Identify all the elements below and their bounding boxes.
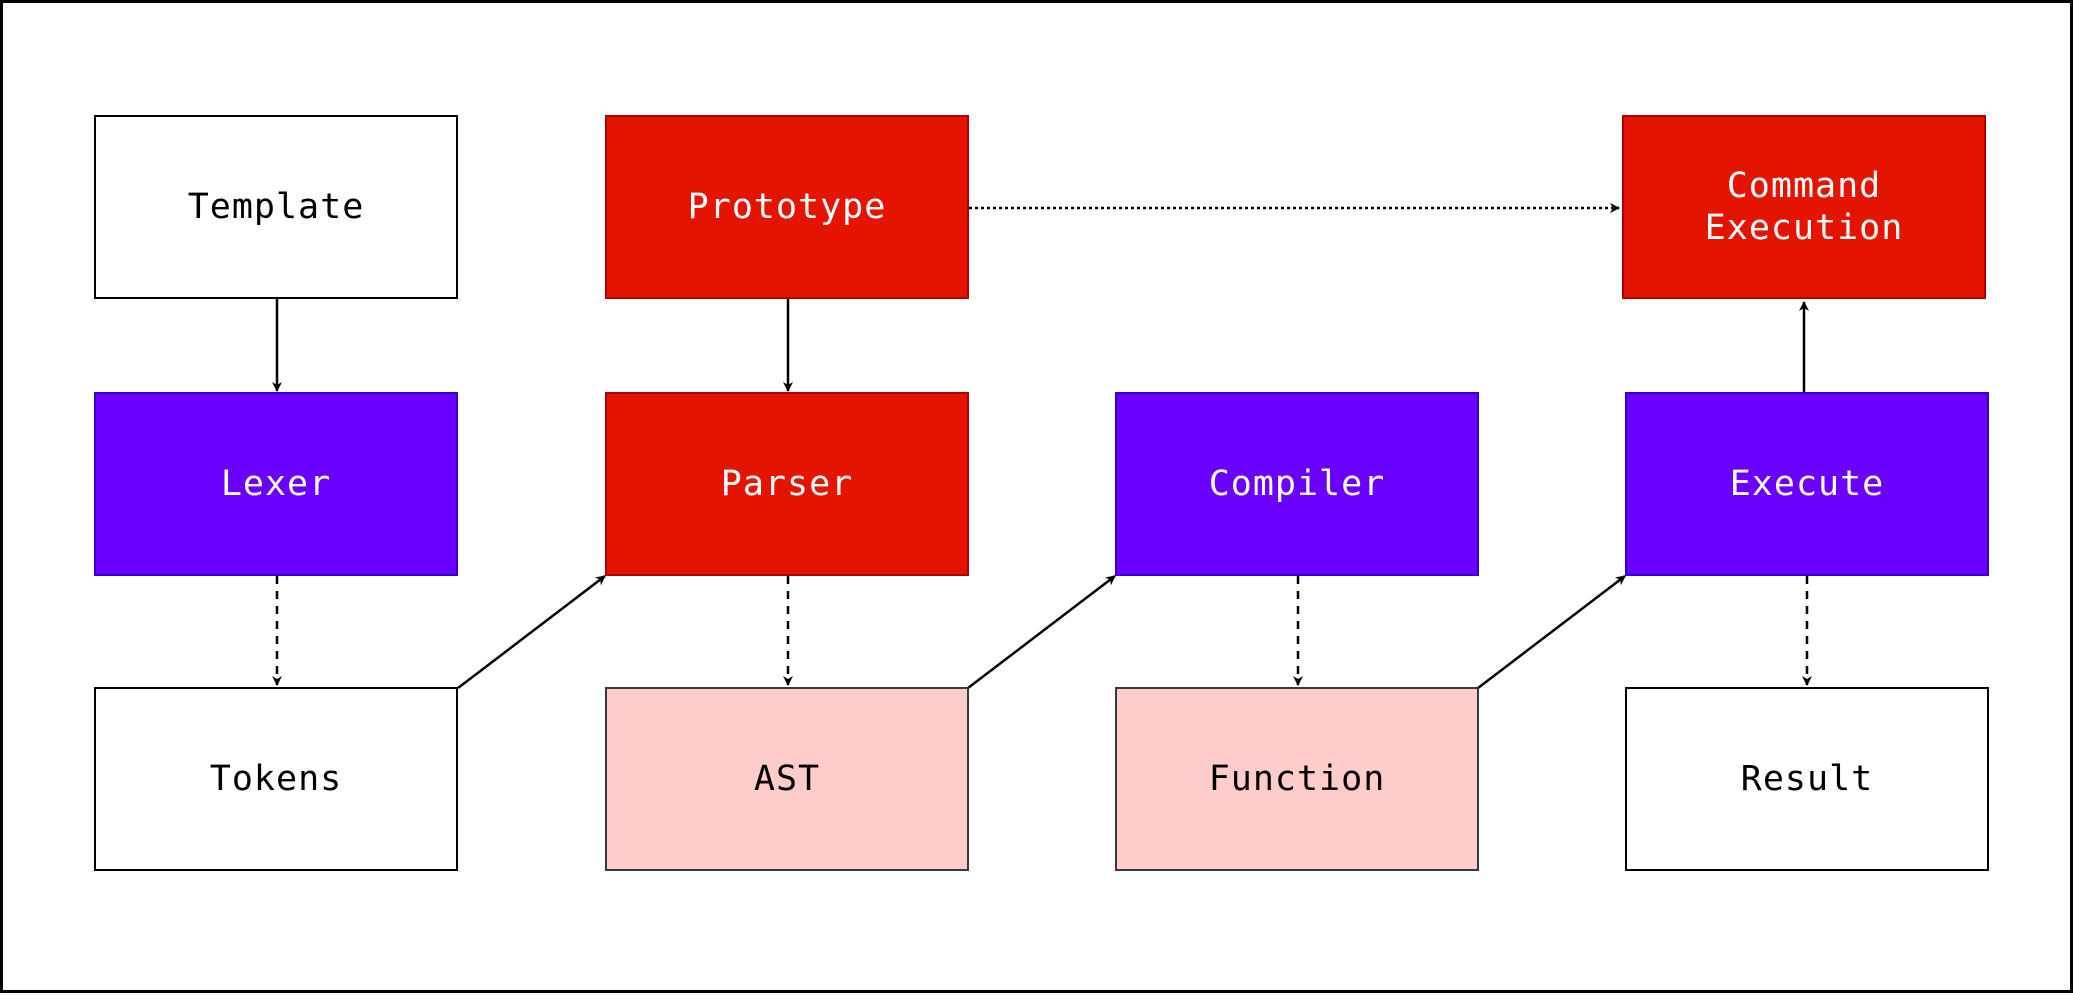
- edge-function-to-execute: [1477, 575, 1626, 689]
- node-tokens: Tokens: [94, 687, 458, 871]
- node-template: Template: [94, 115, 458, 299]
- node-prototype: Prototype: [605, 115, 969, 299]
- node-execute-label: Execute: [1729, 464, 1885, 504]
- node-function: Function: [1115, 687, 1479, 871]
- edge-ast-to-compiler: [967, 575, 1116, 689]
- node-function-label: Function: [1208, 759, 1386, 799]
- node-command-execution-label-line2: Execution: [1704, 208, 1904, 248]
- node-command-execution-label-line1: Command: [1726, 166, 1882, 206]
- node-ast-label: AST: [753, 759, 821, 799]
- node-compiler-label: Compiler: [1208, 464, 1386, 504]
- node-compiler: Compiler: [1115, 392, 1479, 576]
- edge-tokens-to-parser: [457, 575, 606, 689]
- node-ast: AST: [605, 687, 969, 871]
- node-lexer: Lexer: [94, 392, 458, 576]
- node-execute: Execute: [1625, 392, 1989, 576]
- node-prototype-label: Prototype: [687, 187, 887, 227]
- connector-layer: [272, 203, 1812, 689]
- node-result: Result: [1625, 687, 1989, 871]
- node-result-label: Result: [1740, 759, 1874, 799]
- node-command-execution: Command Execution: [1622, 115, 1986, 299]
- node-template-label: Template: [187, 187, 365, 227]
- node-lexer-label: Lexer: [220, 464, 332, 504]
- node-parser-label: Parser: [720, 464, 854, 504]
- node-parser: Parser: [605, 392, 969, 576]
- node-tokens-label: Tokens: [209, 759, 343, 799]
